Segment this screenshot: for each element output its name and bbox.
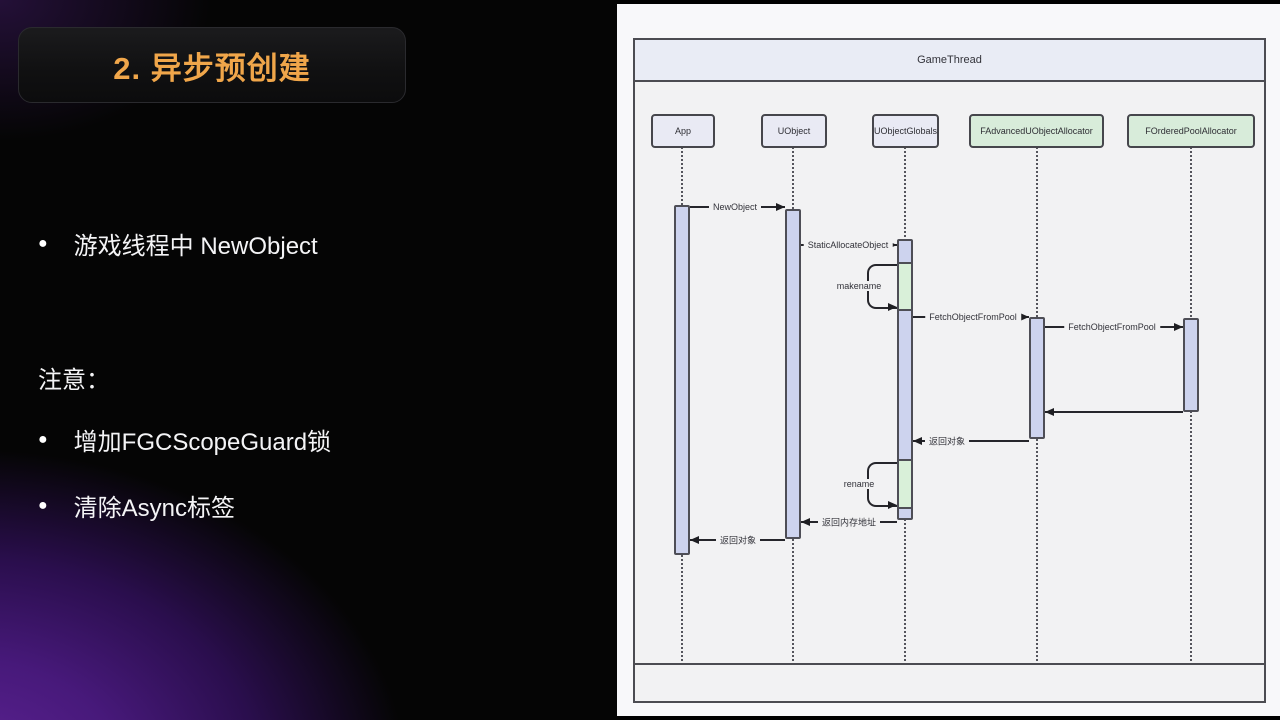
message-label-return-address: 返回内存地址 xyxy=(817,515,881,529)
activation-app xyxy=(674,205,690,555)
bullet-dot-icon: ● xyxy=(38,430,48,448)
activation-segment-makename xyxy=(899,262,911,311)
arrowhead-icon xyxy=(888,303,897,311)
participant-label: App xyxy=(674,126,691,136)
bullet-label: 清除Async标签 xyxy=(73,495,236,522)
arrowhead-icon xyxy=(690,536,699,544)
message-label-return-object-2: 返回对象 xyxy=(715,533,761,547)
arrowhead-icon xyxy=(1045,408,1054,416)
message-label-return-object-1: 返回对象 xyxy=(924,434,970,448)
arrowhead-icon xyxy=(776,203,785,211)
slide-title: 2. 异步预创建 xyxy=(113,50,311,86)
message-line-return-object-1 xyxy=(913,440,1029,442)
sequence-diagram-frame: GameThread App UObject UObjectGlobals FA… xyxy=(633,38,1266,703)
activation-uobjectglobals xyxy=(897,239,913,520)
arrowhead-icon xyxy=(1174,323,1183,331)
participant-label: UObject xyxy=(777,126,811,136)
arrowhead-icon xyxy=(1020,313,1029,321)
bullet-label: 增加FGCScopeGuard锁 xyxy=(73,429,332,456)
activation-fadvanceduobjectallocator xyxy=(1029,317,1045,439)
frame-title: GameThread xyxy=(917,54,982,66)
activation-segment-rename xyxy=(899,459,911,509)
arrowhead-icon xyxy=(888,501,897,509)
frame-header: GameThread xyxy=(635,40,1264,82)
participant-forderedpoolallocator: FOrderedPoolAllocator xyxy=(1127,114,1255,148)
slide-left-panel: 2. 异步预创建 ● 游戏线程中 NewObject 注意： ● 增加FGCSc… xyxy=(0,0,620,720)
slide-title-chip: 2. 异步预创建 xyxy=(18,27,406,103)
bullet-label: 游戏线程中 NewObject xyxy=(73,233,318,260)
participant-uobjectglobals: UObjectGlobals xyxy=(872,114,939,148)
frame-footer xyxy=(635,663,1264,701)
message-label-makename: makename xyxy=(832,281,886,291)
participant-label: FOrderedPoolAllocator xyxy=(1145,126,1237,136)
bullet-newobject: ● 游戏线程中 NewObject xyxy=(38,226,318,261)
participant-fadvanceduobjectallocator: FAdvancedUObjectAllocator xyxy=(969,114,1104,148)
note-heading: 注意： xyxy=(38,367,110,394)
message-label-rename: rename xyxy=(839,479,879,489)
arrowhead-icon xyxy=(913,437,922,445)
activation-uobject xyxy=(785,209,801,539)
bullet-clear-async: ● 清除Async标签 xyxy=(38,488,235,523)
activation-forderedpoolallocator xyxy=(1183,318,1199,412)
participant-label: UObjectGlobals xyxy=(873,126,938,136)
bullet-dot-icon: ● xyxy=(38,496,48,514)
arrowhead-icon xyxy=(801,518,810,526)
participant-uobject: UObject xyxy=(761,114,827,148)
diagram-panel: GameThread App UObject UObjectGlobals FA… xyxy=(617,4,1280,716)
message-line-return-pool xyxy=(1045,411,1183,413)
message-label-fetchobjectfrompool-1: FetchObjectFromPool xyxy=(925,312,1021,322)
bullet-fgcscopeguard: ● 增加FGCScopeGuard锁 xyxy=(38,422,331,457)
message-label-fetchobjectfrompool-2: FetchObjectFromPool xyxy=(1064,322,1160,332)
participant-label: FAdvancedUObjectAllocator xyxy=(980,126,1093,136)
bullet-dot-icon: ● xyxy=(38,234,48,252)
arrowhead-icon xyxy=(888,241,897,249)
participant-app: App xyxy=(651,114,715,148)
message-label-staticallocateobject: StaticAllocateObject xyxy=(803,240,893,250)
message-label-newobject: NewObject xyxy=(708,202,762,212)
